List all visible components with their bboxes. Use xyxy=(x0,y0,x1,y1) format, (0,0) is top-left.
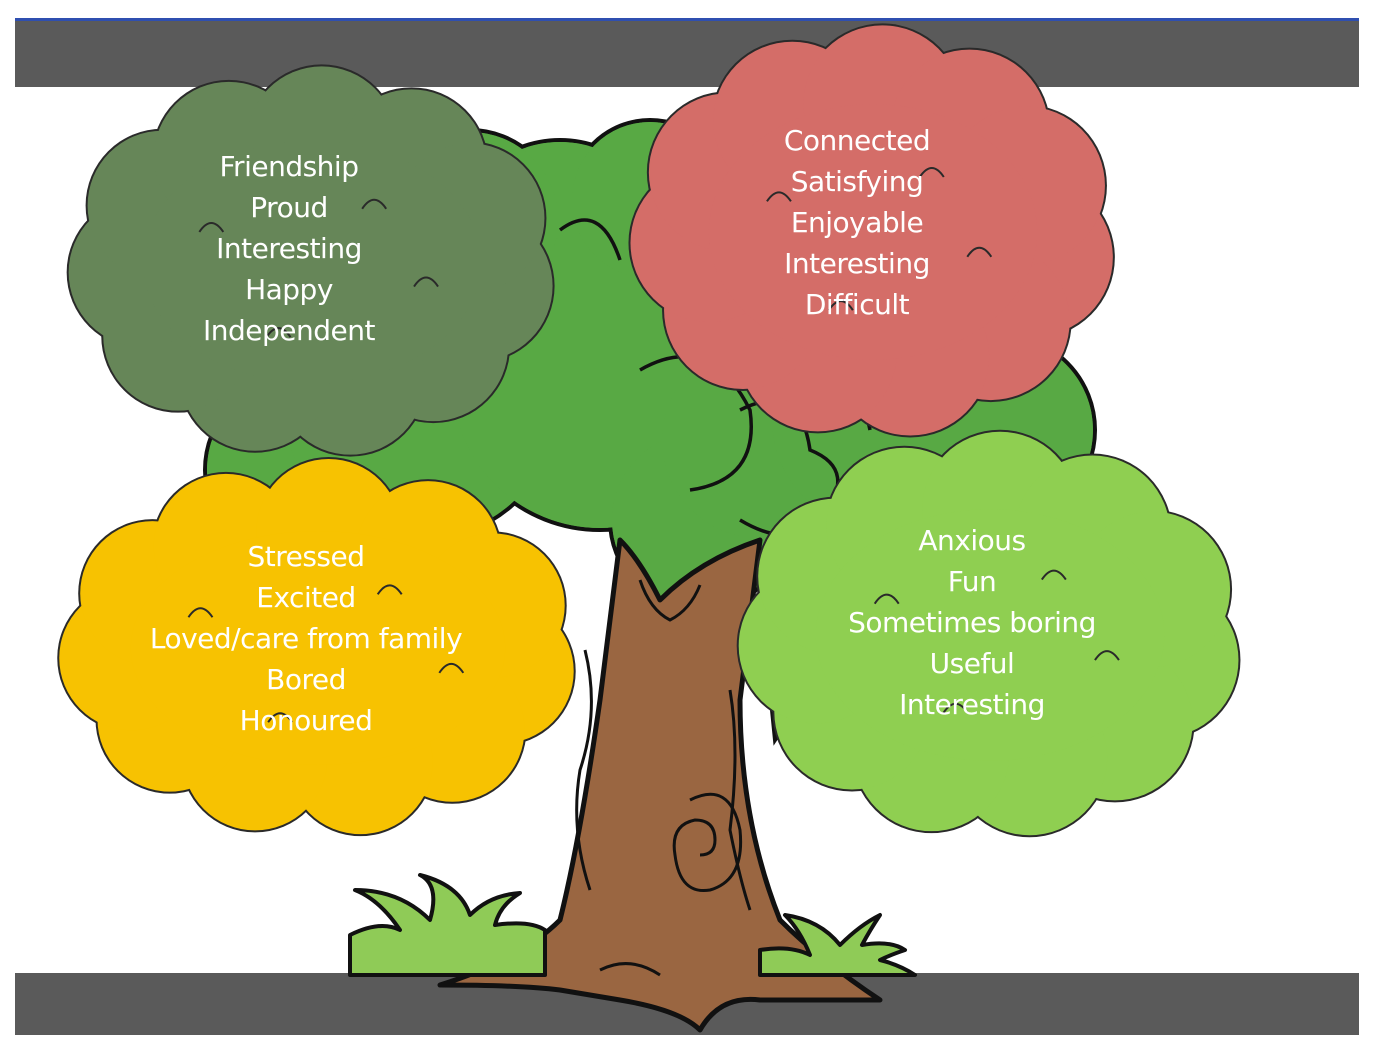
word: Difficult xyxy=(804,288,910,321)
cloud-top-right xyxy=(628,23,1115,438)
cloud-bottom-left xyxy=(57,456,576,837)
cloud-top-left xyxy=(66,64,555,457)
cloud-scallop-line xyxy=(265,327,292,338)
cloud-scallop-line xyxy=(187,607,214,618)
word: Enjoyable xyxy=(790,206,924,239)
cloud-scallop-line xyxy=(1094,650,1120,661)
cloud-scallop-line xyxy=(828,300,854,311)
cloud-scallop-line xyxy=(766,191,792,202)
word: Interesting xyxy=(784,247,930,280)
cloud-scallop-line xyxy=(198,222,225,233)
cloud-bottom-right-words: Anxious Fun Sometimes boring Useful Inte… xyxy=(848,520,1096,725)
word: Happy xyxy=(245,273,333,306)
word: Satisfying xyxy=(790,165,924,198)
word: Loved/care from family xyxy=(149,622,463,655)
cloud-scallop-line xyxy=(376,584,403,595)
word: Honoured xyxy=(239,704,373,737)
word: Fun xyxy=(947,565,997,598)
cloud-top-left-words: Friendship Proud Interesting Happy Indep… xyxy=(203,146,375,351)
word: Interesting xyxy=(899,688,1045,721)
cloud-scallop-line xyxy=(873,593,900,605)
cloud-scallop-line xyxy=(361,198,388,210)
cloud-scallop-line xyxy=(942,702,969,714)
word: Sometimes boring xyxy=(848,606,1096,639)
cloud-scallop-line xyxy=(966,246,993,258)
cloud-bottom-left-words: Stressed Excited Loved/care from family … xyxy=(149,536,463,741)
cloud-scallop-line xyxy=(267,712,293,723)
word: Useful xyxy=(929,647,1015,680)
word: Friendship xyxy=(219,150,359,183)
word: Excited xyxy=(256,581,356,614)
word: Stressed xyxy=(247,540,365,573)
cloud-top-right-words: Connected Satisfying Enjoyable Interesti… xyxy=(783,120,931,325)
word: Bored xyxy=(266,663,346,696)
cloud-body xyxy=(142,140,482,384)
cloud-scallop-line xyxy=(438,662,465,674)
cloud-body xyxy=(815,509,1165,761)
word: Proud xyxy=(250,191,328,224)
cloud-body xyxy=(130,531,506,765)
word: Independent xyxy=(203,314,375,347)
word: Interesting xyxy=(216,232,362,265)
grass-right xyxy=(758,913,917,977)
cloud-scallop-line xyxy=(1041,569,1067,581)
grass-left xyxy=(348,873,547,977)
cloud-body xyxy=(708,104,1038,360)
cloud-scallop-line xyxy=(413,276,439,288)
word: Anxious xyxy=(918,524,1026,557)
cloud-bottom-right xyxy=(736,429,1241,838)
top-banner xyxy=(15,18,1359,87)
word: Connected xyxy=(783,124,931,157)
cloud-scallop-line xyxy=(918,167,945,178)
